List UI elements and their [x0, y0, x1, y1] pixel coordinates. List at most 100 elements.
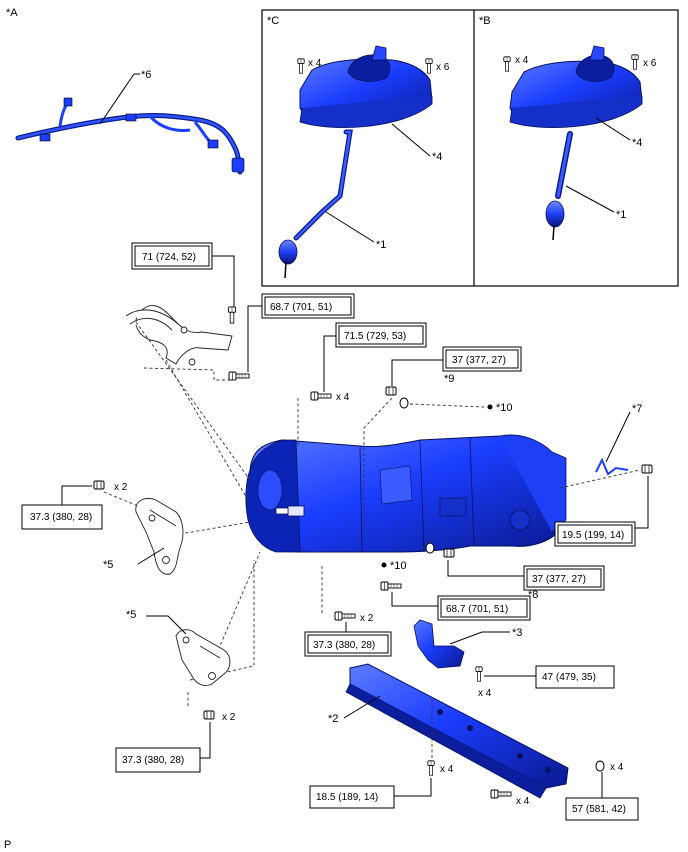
qty-c-bolt-left: x 4	[308, 58, 322, 69]
bolt-icon	[297, 58, 305, 74]
callout-1c-leader	[325, 211, 375, 243]
qty-47: x 4	[478, 688, 492, 699]
torque-box-outer	[309, 785, 395, 809]
shift-cover-c	[299, 45, 433, 128]
engine-mount-bracket-lower	[175, 629, 231, 687]
torque-box-inner	[264, 296, 352, 316]
callout-4b: *4	[632, 137, 642, 149]
bolt-icon	[93, 480, 105, 490]
bolt-icon	[641, 464, 653, 474]
qty-b-bolt-right: x 6	[643, 58, 657, 69]
callout-1b: *1	[616, 209, 626, 221]
callout-3: *3	[512, 627, 522, 639]
torque-value-7: 37 (377, 27)	[532, 574, 586, 585]
callout-2: *2	[328, 713, 338, 725]
torque-value-9: 37.3 (380, 28)	[313, 640, 375, 651]
bolt-icon	[227, 306, 237, 324]
drain-plug-icon	[385, 386, 397, 396]
torque-box-inner	[526, 568, 602, 588]
torque-box-outer	[21, 504, 103, 530]
guide-line	[135, 321, 251, 481]
torque-box-inner	[557, 524, 633, 544]
torque-value-12: 18.5 (189, 14)	[316, 792, 378, 803]
callout-10a: *10	[496, 402, 513, 414]
torque-value-3: 71.5 (729, 53)	[344, 331, 406, 342]
callout-4c-leader	[391, 123, 431, 157]
qty-37-3-low: x 2	[222, 712, 236, 723]
nut-icon	[595, 760, 605, 772]
bolt-icon	[228, 371, 250, 381]
view-b-marker: *B	[479, 15, 491, 27]
bolt-icon	[427, 760, 435, 776]
callout-6-leader	[99, 73, 135, 125]
shift-lever-c	[278, 129, 353, 279]
callout-2-leader	[343, 695, 381, 719]
non-reusable-dot-icon	[381, 562, 387, 568]
bolt-icon	[475, 666, 483, 682]
callout-7-leader	[605, 411, 631, 463]
bolt-icon	[425, 58, 433, 74]
wire-harness	[15, 97, 245, 175]
bolt-icon	[380, 581, 402, 591]
callout-5b-leader	[146, 615, 187, 635]
filler-plug-icon	[443, 548, 455, 558]
callout-5a: *5	[103, 559, 113, 571]
callout-5b: *5	[126, 609, 136, 621]
qty-71-5: x 4	[336, 392, 350, 403]
view-a-marker: *A	[6, 7, 18, 19]
qty-b-bolt-left: x 4	[515, 55, 529, 66]
shift-bracket-outline	[125, 305, 233, 366]
qty-18-5: x 4	[440, 764, 454, 775]
callout-10b: *10	[390, 560, 407, 572]
callout-1b-leader	[565, 185, 615, 213]
torque-value-5: 37.3 (380, 28)	[30, 512, 92, 523]
bolt-icon	[490, 789, 512, 799]
view-c-marker: *C	[267, 15, 279, 27]
torque-box-inner	[445, 349, 519, 369]
bolt-icon	[503, 56, 511, 72]
non-reusable-dot-icon	[487, 404, 493, 410]
washer-icon	[399, 397, 409, 409]
callout-6: *6	[141, 69, 151, 81]
callout-7: *7	[632, 403, 642, 415]
torque-box-inner	[440, 598, 528, 618]
torque-box-inner	[307, 634, 389, 654]
torque-value-8: 68.7 (701, 51)	[446, 604, 508, 615]
washer-icon	[425, 542, 435, 554]
qty-c-bolt-right: x 6	[436, 62, 450, 73]
breather-hose	[595, 457, 629, 476]
torque-box-outer	[115, 747, 201, 773]
qty-57: x 4	[610, 762, 624, 773]
callout-3-leader	[449, 631, 510, 645]
torque-value-6: 19.5 (199, 14)	[562, 530, 624, 541]
qty-mount-left: x 2	[114, 482, 128, 493]
torque-value-11: 37.3 (380, 28)	[122, 755, 184, 766]
shift-cover-b	[509, 45, 643, 128]
torque-box-outer	[565, 797, 639, 821]
torque-box-inner	[134, 245, 210, 267]
callout-4c: *4	[432, 151, 442, 163]
inset-frame	[261, 9, 679, 287]
callout-8: *8	[528, 589, 538, 601]
qty-cross-bolt: x 4	[516, 796, 530, 807]
callout-9: *9	[444, 373, 454, 385]
bolt-icon	[631, 54, 639, 70]
transmission-case	[245, 434, 567, 553]
torque-value-1: 71 (724, 52)	[142, 252, 196, 263]
bolt-icon	[203, 710, 215, 720]
rear-mount-insulator	[413, 619, 465, 669]
shift-lever-b	[545, 131, 573, 241]
bolt-icon	[310, 391, 332, 401]
callout-5a-leader	[137, 547, 165, 565]
callout-1c: *1	[376, 239, 386, 251]
crossmember	[345, 663, 569, 799]
torque-value-10: 47 (479, 35)	[542, 672, 596, 683]
torque-value-4: 37 (377, 27)	[452, 355, 506, 366]
torque-box-inner	[338, 325, 424, 345]
torque-value-13: 57 (581, 42)	[572, 804, 626, 815]
torque-box-outer	[535, 665, 615, 689]
page-marker-p: P	[4, 839, 11, 851]
callout-4b-leader	[595, 117, 631, 141]
qty-37-3-mid: x 2	[360, 613, 374, 624]
